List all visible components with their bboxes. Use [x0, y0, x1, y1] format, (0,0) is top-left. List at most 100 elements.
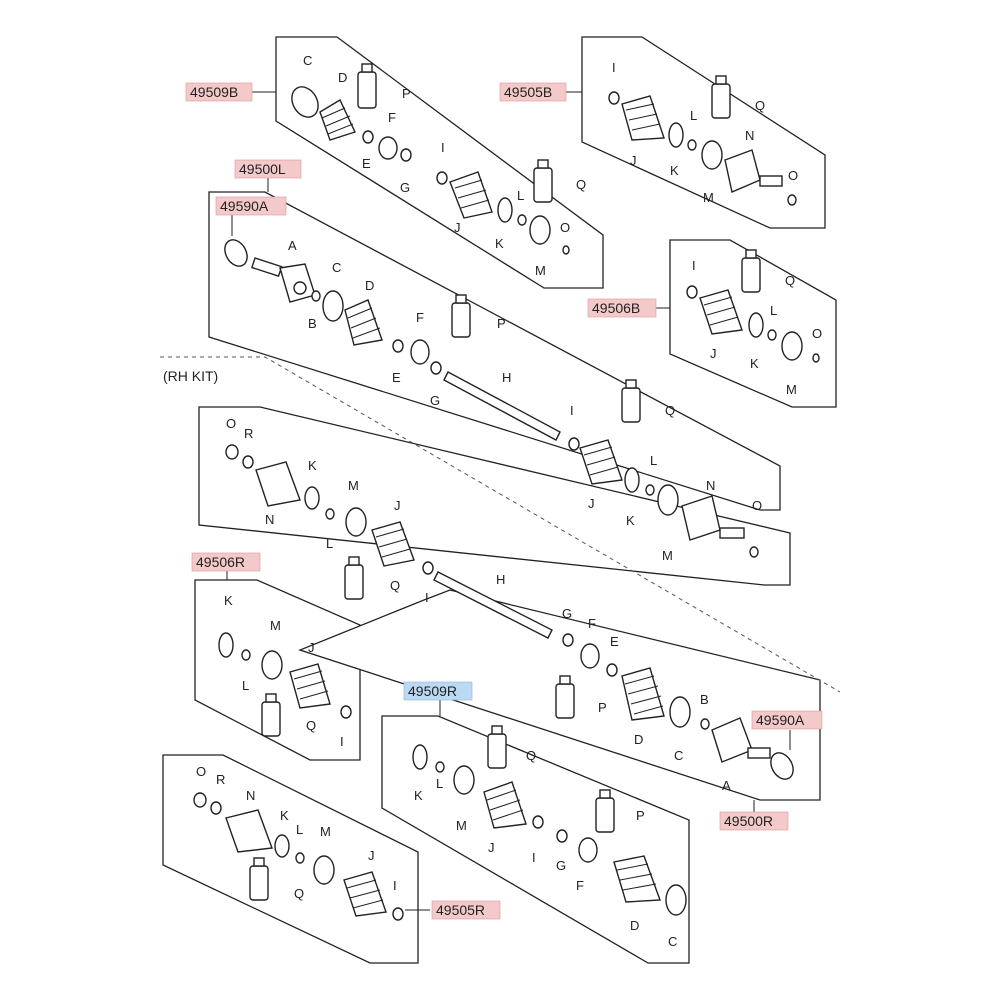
svg-text:R: R: [244, 426, 253, 441]
svg-text:I: I: [441, 140, 445, 155]
part-letter-labels: C D F P E G I Q L J K M O I Q L N J K M …: [196, 53, 822, 949]
svg-text:49506B: 49506B: [592, 300, 640, 316]
svg-text:L: L: [326, 536, 333, 551]
tag-49500L[interactable]: 49500L: [234, 159, 302, 179]
tag-49590A-lh[interactable]: 49590A: [215, 196, 287, 216]
svg-text:J: J: [630, 153, 637, 168]
svg-text:M: M: [348, 478, 359, 493]
svg-text:I: I: [340, 734, 344, 749]
svg-text:K: K: [224, 593, 233, 608]
svg-text:F: F: [576, 878, 584, 893]
svg-text:49506R: 49506R: [196, 554, 245, 570]
svg-text:F: F: [416, 310, 424, 325]
svg-text:I: I: [532, 850, 536, 865]
svg-text:49509B: 49509B: [190, 84, 238, 100]
svg-text:49500R: 49500R: [724, 813, 773, 829]
svg-text:K: K: [308, 458, 317, 473]
svg-text:M: M: [535, 263, 546, 278]
svg-text:O: O: [752, 498, 762, 513]
svg-text:M: M: [456, 818, 467, 833]
svg-text:L: L: [770, 303, 777, 318]
tag-49509B[interactable]: 49509B: [185, 82, 253, 102]
svg-text:O: O: [196, 764, 206, 779]
svg-text:K: K: [414, 788, 423, 803]
svg-text:C: C: [674, 748, 683, 763]
tag-49509R[interactable]: 49509R: [403, 681, 473, 701]
svg-text:I: I: [612, 60, 616, 75]
svg-text:E: E: [392, 370, 401, 385]
parts-49500R: [555, 667, 794, 780]
svg-text:J: J: [488, 840, 495, 855]
svg-text:J: J: [368, 848, 375, 863]
svg-text:H: H: [496, 572, 505, 587]
svg-text:H: H: [502, 370, 511, 385]
svg-text:E: E: [362, 156, 371, 171]
svg-text:J: J: [394, 498, 401, 513]
svg-text:C: C: [668, 934, 677, 949]
svg-text:O: O: [788, 168, 798, 183]
svg-text:L: L: [242, 678, 249, 693]
rh-kit-separator: [160, 356, 841, 693]
svg-text:P: P: [497, 316, 506, 331]
svg-text:K: K: [750, 356, 759, 371]
svg-text:K: K: [670, 163, 679, 178]
svg-text:Q: Q: [306, 718, 316, 733]
svg-text:L: L: [296, 822, 303, 837]
svg-text:D: D: [630, 918, 639, 933]
panel-49505R: [162, 754, 419, 964]
svg-text:49509R: 49509R: [408, 683, 457, 699]
svg-text:Q: Q: [294, 886, 304, 901]
svg-text:M: M: [786, 382, 797, 397]
svg-text:P: P: [598, 700, 607, 715]
svg-text:J: J: [454, 220, 461, 235]
svg-text:D: D: [365, 278, 374, 293]
svg-text:Q: Q: [755, 98, 765, 113]
svg-text:Q: Q: [785, 273, 795, 288]
tag-49500R[interactable]: 49500R: [719, 811, 789, 831]
parts-rh-shaft: [225, 444, 618, 677]
svg-text:J: J: [308, 640, 315, 655]
svg-text:K: K: [626, 513, 635, 528]
tag-49590A-rh[interactable]: 49590A: [751, 710, 823, 730]
svg-text:Q: Q: [390, 578, 400, 593]
svg-text:49500L: 49500L: [239, 161, 286, 177]
tag-49506R[interactable]: 49506R: [191, 552, 261, 572]
tag-49505R[interactable]: 49505R: [431, 900, 501, 920]
rh-kit-label: (RH KIT): [163, 368, 218, 384]
svg-text:N: N: [745, 128, 754, 143]
parts-49505B: [608, 75, 797, 206]
svg-text:49590A: 49590A: [756, 712, 805, 728]
svg-text:I: I: [570, 403, 574, 418]
svg-text:I: I: [393, 878, 397, 893]
svg-text:Q: Q: [665, 403, 675, 418]
svg-text:M: M: [662, 548, 673, 563]
svg-text:I: I: [692, 258, 696, 273]
svg-text:A: A: [722, 778, 731, 793]
svg-text:49590A: 49590A: [220, 198, 269, 214]
parts-49506R: [218, 632, 352, 737]
svg-text:B: B: [308, 316, 317, 331]
svg-text:P: P: [402, 86, 411, 101]
parts-49509B: [291, 63, 570, 255]
svg-text:L: L: [650, 453, 657, 468]
svg-text:R: R: [216, 772, 225, 787]
svg-text:A: A: [288, 238, 297, 253]
svg-text:Q: Q: [526, 748, 536, 763]
svg-text:M: M: [320, 824, 331, 839]
panel-49500L: [208, 191, 781, 511]
svg-text:E: E: [610, 634, 619, 649]
tag-49505B[interactable]: 49505B: [499, 82, 567, 102]
tag-49506B[interactable]: 49506B: [587, 298, 657, 318]
parts-49500L: [224, 239, 759, 558]
svg-text:G: G: [430, 393, 440, 408]
svg-text:L: L: [517, 188, 524, 203]
svg-text:K: K: [280, 808, 289, 823]
svg-text:N: N: [706, 478, 715, 493]
svg-text:P: P: [636, 808, 645, 823]
svg-text:G: G: [562, 606, 572, 621]
svg-text:N: N: [265, 512, 274, 527]
svg-text:O: O: [812, 326, 822, 341]
svg-text:G: G: [400, 180, 410, 195]
svg-text:L: L: [690, 108, 697, 123]
